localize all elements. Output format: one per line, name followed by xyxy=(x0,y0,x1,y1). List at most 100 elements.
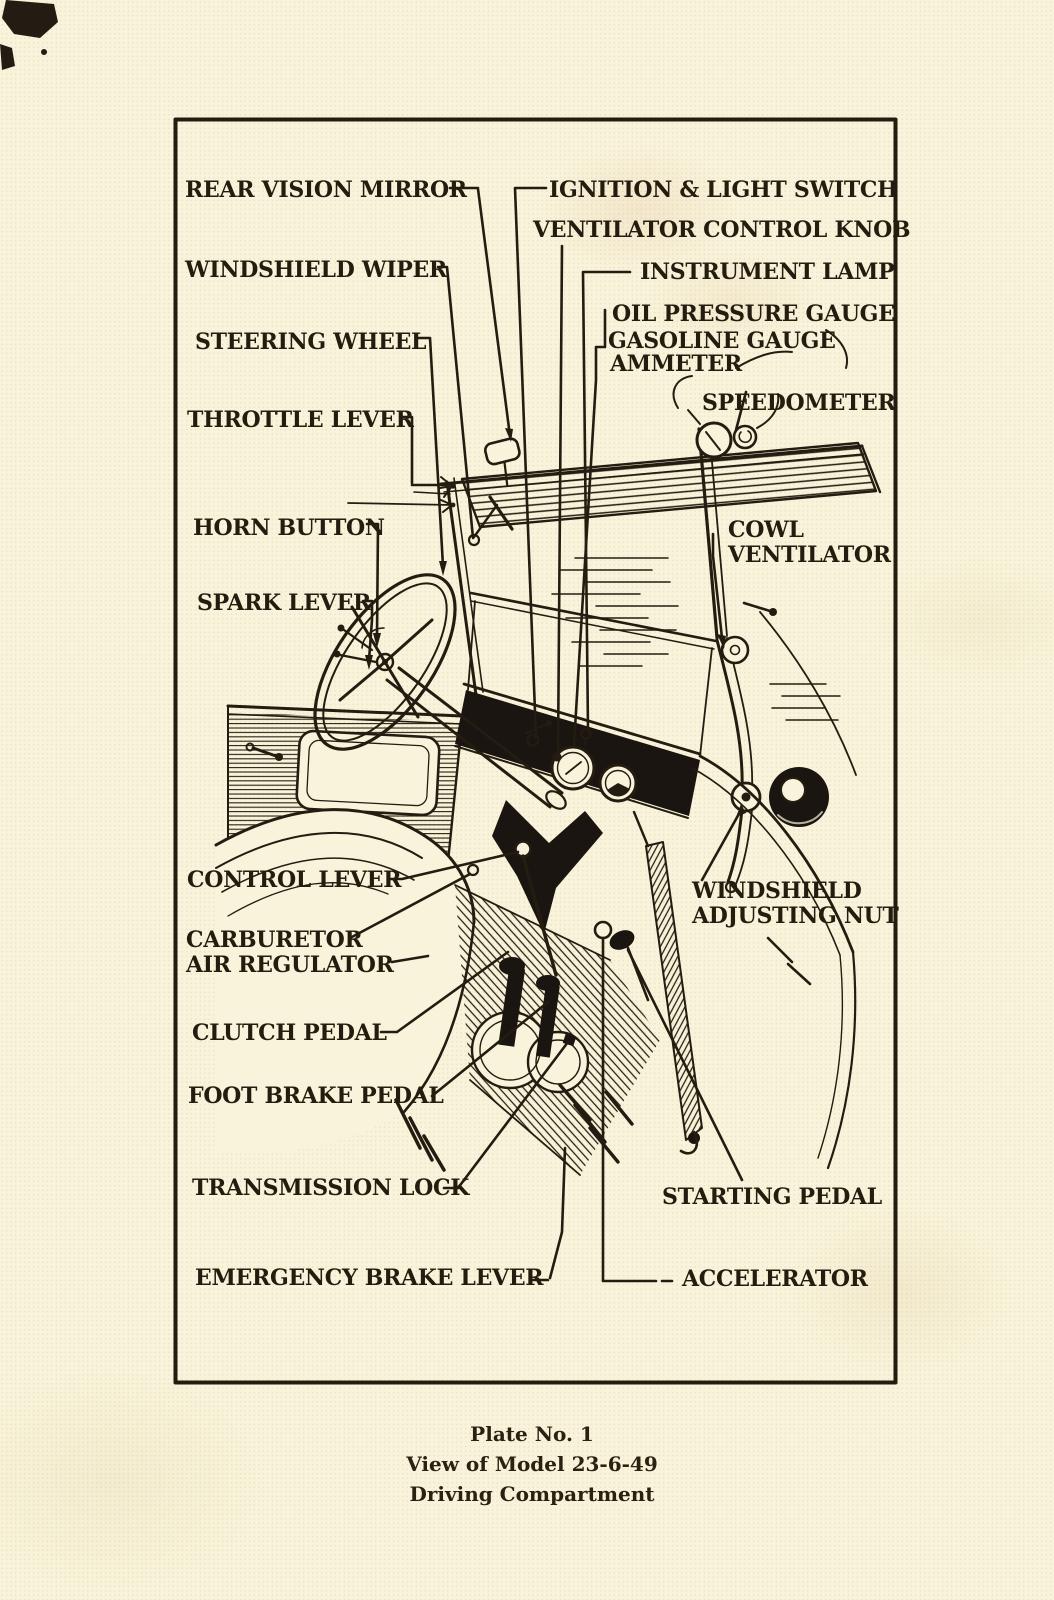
callout-rear-vision-mirror xyxy=(448,186,512,438)
caption-line-compartment: Driving Compartment xyxy=(409,1482,655,1506)
label-clutch-pedal: CLUTCH PEDAL xyxy=(192,1021,387,1046)
label-ignition-light-switch-line: IGNITION & LIGHT SWITCH xyxy=(549,177,898,203)
rear-vision-mirror-drawing xyxy=(483,437,521,487)
floor-pedals-drawing xyxy=(454,884,660,1176)
label-foot-brake-pedal: FOOT BRAKE PEDAL xyxy=(188,1084,444,1109)
callout-horn-button xyxy=(365,522,380,640)
label-clutch-pedal-line: CLUTCH PEDAL xyxy=(192,1020,387,1046)
label-foot-brake-pedal-line: FOOT BRAKE PEDAL xyxy=(188,1083,444,1109)
label-spark-lever: SPARK LEVER xyxy=(197,591,371,616)
label-control-lever-line: CONTROL LEVER xyxy=(187,867,402,893)
dashboard-drawing xyxy=(454,682,857,1170)
label-oil-pressure-gauge-line: OIL PRESSURE GAUGE xyxy=(612,301,895,327)
label-ventilator-control-knob-line: VENTILATOR CONTROL KNOB xyxy=(533,217,911,243)
label-steering-wheel-line: STEERING WHEEL xyxy=(195,329,427,355)
door-handle xyxy=(245,742,283,761)
clutch-pedal-icon xyxy=(499,957,525,975)
label-horn-button: HORN BUTTON xyxy=(193,516,385,541)
callout-clutch-pedal xyxy=(379,950,510,1034)
seat-drawing xyxy=(214,808,476,1172)
label-steering-wheel: STEERING WHEEL xyxy=(195,329,427,355)
plate-caption: Plate No. 1 View of Model 23-6-49 Drivin… xyxy=(406,1419,658,1509)
label-ventilator-control-knob: VENTILATOR CONTROL KNOB xyxy=(533,217,911,243)
label-ammeter-line: AMMETER xyxy=(610,351,742,377)
brake-pedal-icon xyxy=(536,975,560,991)
callout-windshield-wiper xyxy=(436,265,475,540)
callout-accelerator xyxy=(601,936,674,1283)
callout-emergency-brake-lever xyxy=(530,1146,567,1282)
callout-spark-lever xyxy=(361,599,374,662)
air-regulator-knob-icon xyxy=(466,863,480,877)
label-rear-vision-mirror-line: REAR VISION MIRROR xyxy=(185,177,467,203)
label-ammeter: AMMETER xyxy=(610,352,742,377)
label-carburetor-air-regulator-line: AIR REGULATOR xyxy=(186,952,394,978)
callout-starting-pedal xyxy=(626,948,744,1182)
label-windshield-wiper: WINDSHIELD WIPER xyxy=(185,258,447,283)
caption-line-model: View of Model 23-6-49 xyxy=(406,1452,658,1476)
label-cowl-ventilator-line: VENTILATOR xyxy=(728,542,891,568)
instrument-lamp-icon xyxy=(580,728,592,747)
label-rear-vision-mirror: REAR VISION MIRROR xyxy=(185,178,467,203)
caption-line-plate-no: Plate No. 1 xyxy=(470,1422,594,1446)
label-speedometer: SPEEDOMETER xyxy=(702,390,896,416)
callout-carburetor-air-regulator xyxy=(348,872,472,964)
callout-instrument-lamp xyxy=(581,270,632,732)
dash-gauge-icon xyxy=(598,763,638,803)
windshield-drawing xyxy=(347,437,882,757)
steering-wheel-drawing xyxy=(313,573,567,810)
label-emergency-brake-lever-line: EMERGENCY BRAKE LEVER xyxy=(195,1265,544,1291)
label-spark-lever-line: SPARK LEVER xyxy=(197,590,372,616)
callout-speedometer xyxy=(734,390,748,432)
ventilator-knob-icon xyxy=(552,752,562,762)
callout-foot-brake-pedal xyxy=(430,1000,550,1098)
callout-arrowheads xyxy=(365,428,746,817)
callout-steering-wheel xyxy=(415,336,445,568)
callout-lines xyxy=(348,186,812,1283)
label-gasoline-gauge: GASOLINE GAUGE xyxy=(608,329,836,354)
label-windshield-adjusting-nut-line: ADJUSTING NUT xyxy=(692,903,899,929)
cowl-knob-icon xyxy=(769,767,829,827)
combination-gauge-icon xyxy=(550,745,596,791)
label-instrument-lamp: INSTRUMENT LAMP xyxy=(640,259,895,285)
label-control-lever: CONTROL LEVER xyxy=(187,867,402,893)
label-transmission-lock: TRANSMISSION LOCK xyxy=(192,1176,469,1201)
spark-throttle-quadrant-icon xyxy=(333,624,385,664)
label-starting-pedal-line: STARTING PEDAL xyxy=(662,1184,882,1210)
label-instrument-lamp-line: INSTRUMENT LAMP xyxy=(640,259,895,285)
label-speedometer-line: SPEEDOMETER xyxy=(702,390,896,416)
accelerator-button-icon xyxy=(593,920,613,940)
label-horn-button-line: HORN BUTTON xyxy=(193,515,385,541)
label-transmission-lock-line: TRANSMISSION LOCK xyxy=(192,1175,470,1201)
label-gasoline-gauge-line: GASOLINE GAUGE xyxy=(608,328,836,354)
callout-control-lever xyxy=(388,850,520,881)
wiper-lever-icon xyxy=(439,476,456,513)
label-cowl-ventilator-line: COWL xyxy=(728,517,804,543)
callout-throttle-lever xyxy=(400,415,450,487)
scan-artifact-blobs xyxy=(0,0,58,70)
callout-cowl-ventilator xyxy=(711,532,724,640)
label-windshield-adjusting-nut-line: WINDSHIELD xyxy=(692,878,862,904)
callout-gauge-bracket xyxy=(572,308,607,747)
plate-border xyxy=(173,117,898,1385)
speedometer-head-drawing xyxy=(672,375,780,459)
callout-windshield-adjusting-nut xyxy=(700,810,812,986)
stanchion-drawing xyxy=(672,375,857,894)
starting-pedal-icon xyxy=(609,930,635,950)
label-throttle-lever-line: THROTTLE LEVER xyxy=(187,407,414,433)
label-accelerator: ACCELERATOR xyxy=(682,1267,868,1292)
label-ignition-light-switch: IGNITION & LIGHT SWITCH xyxy=(549,178,898,203)
label-windshield-wiper-line: WINDSHIELD WIPER xyxy=(185,257,447,283)
label-oil-pressure-gauge: OIL PRESSURE GAUGE xyxy=(612,302,895,327)
callout-ignition-light-switch xyxy=(513,186,548,740)
label-emergency-brake-lever: EMERGENCY BRAKE LEVER xyxy=(195,1265,544,1291)
callout-transmission-lock xyxy=(442,1040,570,1190)
bracket-curls xyxy=(735,329,848,369)
cowl-ventilator-arm-drawing xyxy=(715,635,762,894)
callout-ventilator-control-knob xyxy=(556,244,564,755)
shading-strokes xyxy=(551,557,841,721)
